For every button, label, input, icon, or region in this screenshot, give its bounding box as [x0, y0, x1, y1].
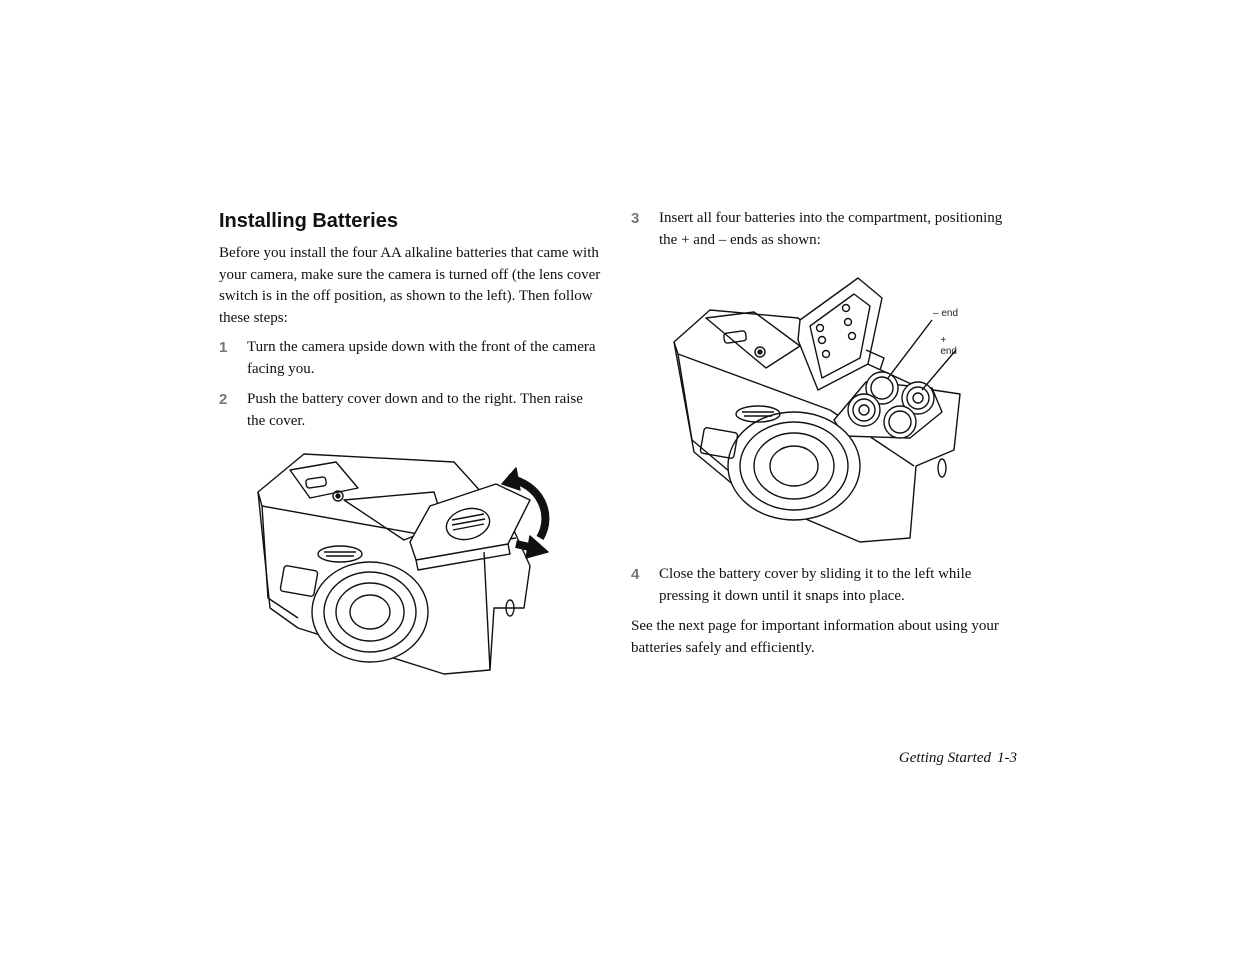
step-text: Close the battery cover by sliding it to…	[659, 566, 972, 604]
step-number: 4	[631, 566, 640, 583]
step-1: 1 Turn the camera upside down with the f…	[219, 337, 604, 380]
step-4: 4 Close the battery cover by sliding it …	[631, 564, 1003, 607]
page-footer: Getting Started 1-3	[860, 750, 1017, 767]
page-number: 1-3	[997, 750, 1017, 766]
step-number: 3	[631, 210, 640, 227]
footer-section: Getting Started	[898, 750, 991, 766]
step-3: 3 Insert all four batteries into the com…	[631, 208, 1003, 251]
plus-end-label: + end	[940, 335, 957, 357]
intro-paragraph: Before you install the four AA alkaline …	[219, 245, 601, 326]
step-number: 1	[219, 339, 228, 356]
right-column: 3 Insert all four batteries into the com…	[631, 208, 1003, 260]
section-title: Installing Batteries	[219, 210, 398, 232]
right-column-lower: 4 Close the battery cover by sliding it …	[631, 564, 1003, 667]
outro-paragraph: See the next page for important informat…	[631, 618, 999, 656]
step-text: Push the battery cover down and to the r…	[247, 391, 583, 429]
step-number: 2	[219, 391, 228, 408]
step-text: Turn the camera upside down with the fro…	[247, 339, 596, 377]
step-2: 2 Push the battery cover down and to the…	[219, 389, 604, 432]
camera-cover-illustration	[254, 448, 554, 676]
step-text: Insert all four batteries into the compa…	[659, 210, 1003, 248]
left-column: Installing Batteries Before you install …	[219, 208, 604, 441]
battery-insertion-illustration: – end + end	[670, 270, 965, 545]
minus-end-label: – end	[933, 308, 959, 319]
